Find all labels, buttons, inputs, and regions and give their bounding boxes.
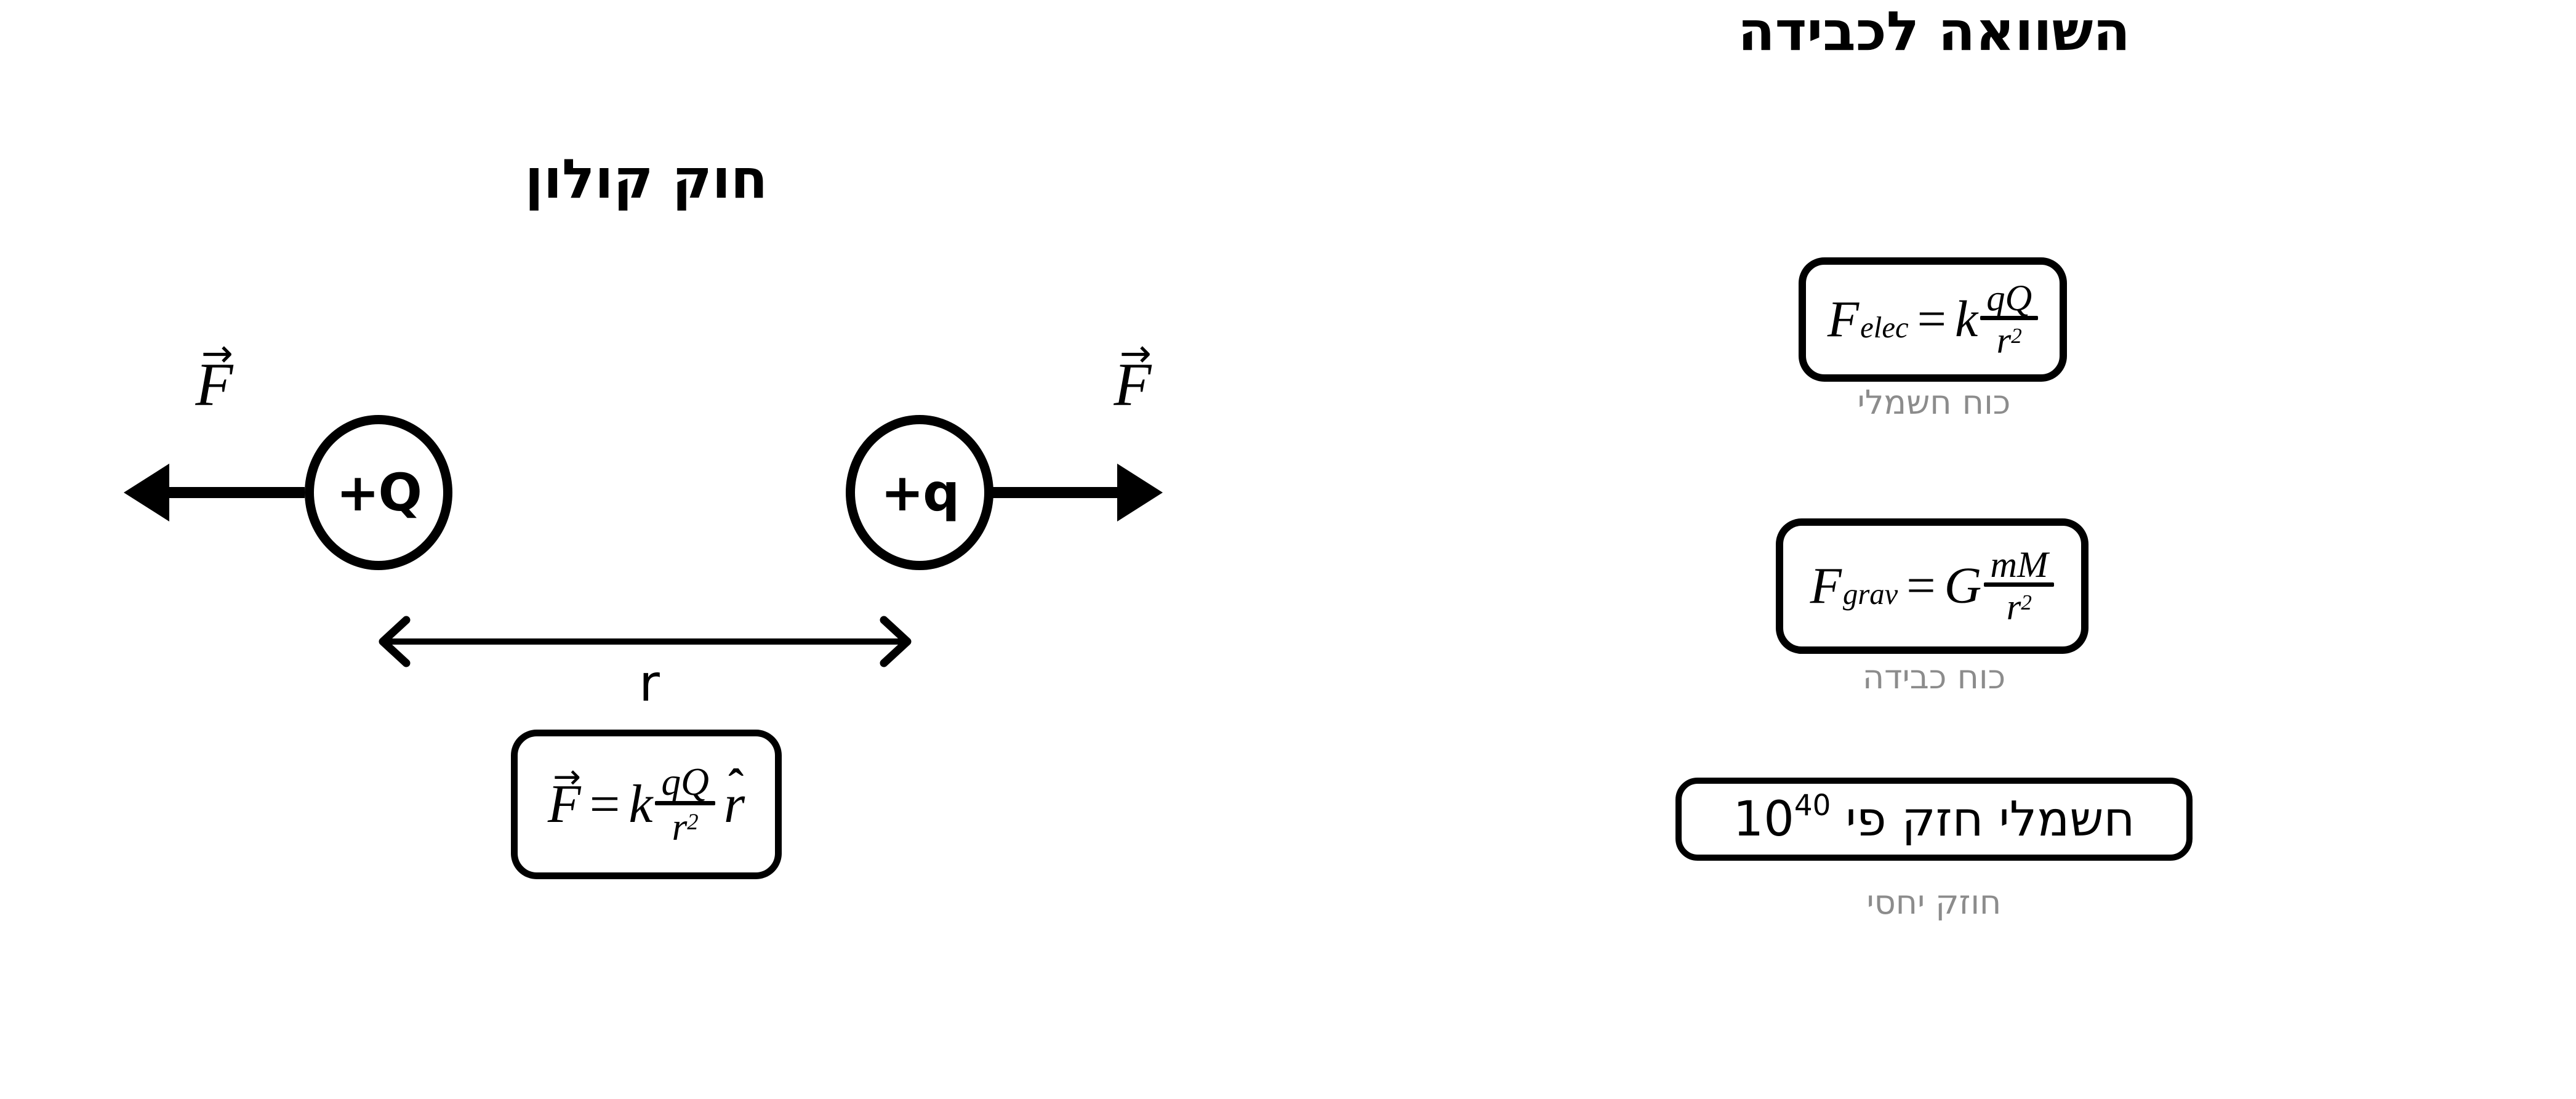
- force-symbol: F: [195, 350, 233, 419]
- distance-arrow-icon: [379, 616, 912, 667]
- equals-sign: =: [1917, 291, 1946, 348]
- force-label-right: →F: [1089, 334, 1176, 416]
- force-vector-symbol: →F: [1113, 334, 1151, 416]
- fraction-denominator: r2: [1996, 320, 2022, 361]
- force-vector-symbol: →F: [195, 334, 233, 416]
- denominator-base: r: [672, 805, 688, 848]
- gravity-force-caption: כוח כבידה: [1862, 658, 2006, 696]
- formula-F-vector: →F: [547, 760, 581, 834]
- force-arrow-left-icon: [124, 464, 305, 521]
- gravitational-constant: G: [1944, 557, 1982, 614]
- fraction: qQ r2: [655, 760, 715, 848]
- fraction-denominator: r2: [672, 805, 699, 848]
- vector-arrow-accent: →: [1119, 330, 1152, 376]
- coulomb-constant: k: [1954, 291, 1978, 348]
- power-exponent: 40: [1794, 789, 1831, 823]
- denominator-exponent: 2: [687, 808, 699, 834]
- fraction-numerator: qQ: [1986, 277, 2032, 319]
- fraction: mM r2: [1984, 544, 2055, 628]
- formula-F: F: [1827, 291, 1860, 348]
- subscript-elec: elec: [1860, 311, 1909, 345]
- fraction-numerator: mM: [1990, 544, 2048, 586]
- force-arrow-right-icon: [990, 464, 1163, 521]
- charge-label-Q: +Q: [336, 462, 422, 523]
- denominator-exponent: 2: [2011, 324, 2022, 348]
- vector-arrow-accent: →: [553, 757, 581, 797]
- power-base: 10: [1733, 791, 1794, 847]
- subscript-grav: grav: [1842, 578, 1898, 611]
- coulomb-constant: k: [628, 774, 653, 834]
- fraction-numerator: qQ: [661, 760, 709, 804]
- unit-vector-base: r: [723, 774, 745, 834]
- force-symbol: F: [1113, 350, 1152, 419]
- fraction: qQ r2: [1980, 277, 2039, 361]
- denominator-base: r: [2006, 587, 2021, 628]
- strength-text: חשמלי חזק פי: [1845, 791, 2135, 847]
- coulomb-law-title: חוק קולון: [524, 147, 768, 211]
- electric-force-caption: כוח חשמלי: [1857, 383, 2011, 422]
- relative-strength-caption: חוזק יחסי: [1866, 883, 2002, 922]
- formula-F: F: [1810, 557, 1842, 614]
- charge-label-q: +q: [880, 462, 960, 523]
- vector-arrow-accent: →: [201, 330, 233, 376]
- hat-accent: ˆ: [728, 760, 744, 812]
- charge-circle-q: +q: [846, 415, 993, 570]
- formula-F: F: [547, 774, 581, 834]
- denominator-exponent: 2: [2021, 590, 2032, 615]
- comparison-title: השוואה לכבידה: [1738, 0, 2130, 63]
- fraction-denominator: r2: [2006, 587, 2032, 628]
- equals-sign: =: [589, 774, 620, 834]
- distance-label: r: [639, 654, 660, 713]
- force-label-left: →F: [171, 334, 257, 416]
- fraction-bar: [1984, 582, 2055, 587]
- denominator-base: r: [1996, 320, 2012, 361]
- fraction-bar: [1980, 316, 2039, 320]
- charge-circle-Q: +Q: [305, 415, 452, 570]
- fraction-bar: [655, 800, 715, 805]
- equals-sign: =: [1906, 557, 1936, 614]
